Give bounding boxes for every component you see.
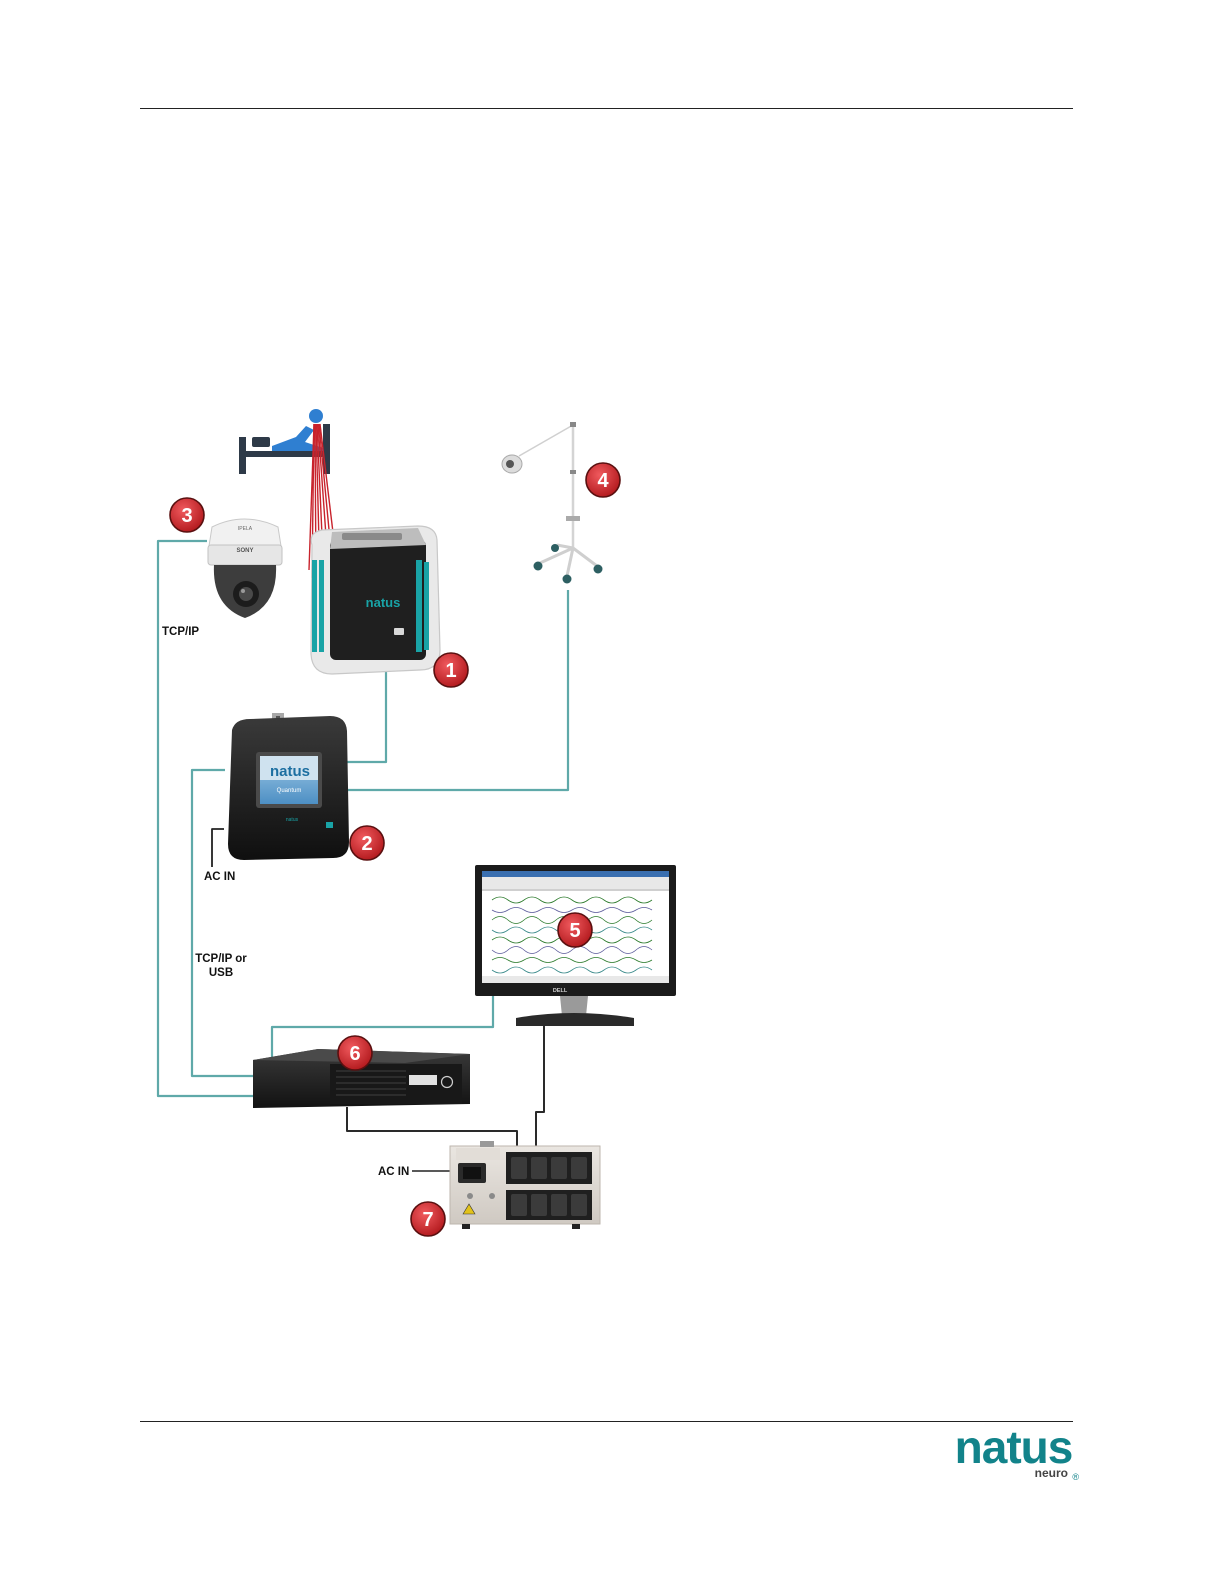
hub-screen-brand: natus <box>270 763 310 780</box>
hub-front-brand: natus <box>286 817 299 823</box>
cable-monitor-to-isolation <box>536 1026 544 1156</box>
cable-amplifier-to-hub <box>346 672 386 762</box>
camera-brand: SONY <box>236 548 253 554</box>
light-stand-icon <box>502 422 603 584</box>
callout-5: 5 <box>558 913 592 947</box>
callout-2: 2 <box>350 826 384 860</box>
callout-7: 7 <box>411 1202 445 1236</box>
footer-logo: natus® neuro <box>928 1422 1078 1480</box>
callout-3: 3 <box>170 498 204 532</box>
label-ac-in-isolation: AC IN <box>378 1166 409 1178</box>
hub-screen-sub: Quantum <box>277 788 302 794</box>
callout-6-number: 6 <box>349 1043 360 1065</box>
amplifier-brand: natus <box>366 595 401 610</box>
isolation-transformer-device <box>450 1141 600 1229</box>
monitor-brand: DELL <box>553 988 568 994</box>
hub-device: natus Quantum natus <box>228 713 349 860</box>
label-ac-in-hub: AC IN <box>204 871 235 883</box>
cable-hub-ac-in <box>212 829 224 867</box>
callout-1: 1 <box>434 653 468 687</box>
ptz-camera-icon: IPELA SONY <box>208 519 282 618</box>
callout-4-number: 4 <box>597 470 609 492</box>
callout-4: 4 <box>586 463 620 497</box>
callout-3-number: 3 <box>181 505 192 527</box>
footer-registered-mark: ® <box>1072 1472 1078 1482</box>
callout-1-number: 1 <box>445 660 456 682</box>
footer-brand: natus® <box>928 1422 1078 1472</box>
label-tcpip-or-usb-line2: USB <box>209 967 233 979</box>
label-tcpip: TCP/IP <box>162 626 199 638</box>
amplifier-device: natus <box>311 526 440 674</box>
cable-monitor-to-pc <box>272 996 493 1057</box>
callout-7-number: 7 <box>422 1209 433 1231</box>
callout-6: 6 <box>338 1036 372 1070</box>
label-tcpip-or-usb-line1: TCP/IP or <box>195 953 247 965</box>
callout-2-number: 2 <box>361 833 372 855</box>
callout-5-number: 5 <box>569 920 580 942</box>
svg-text:IPELA: IPELA <box>238 526 253 532</box>
